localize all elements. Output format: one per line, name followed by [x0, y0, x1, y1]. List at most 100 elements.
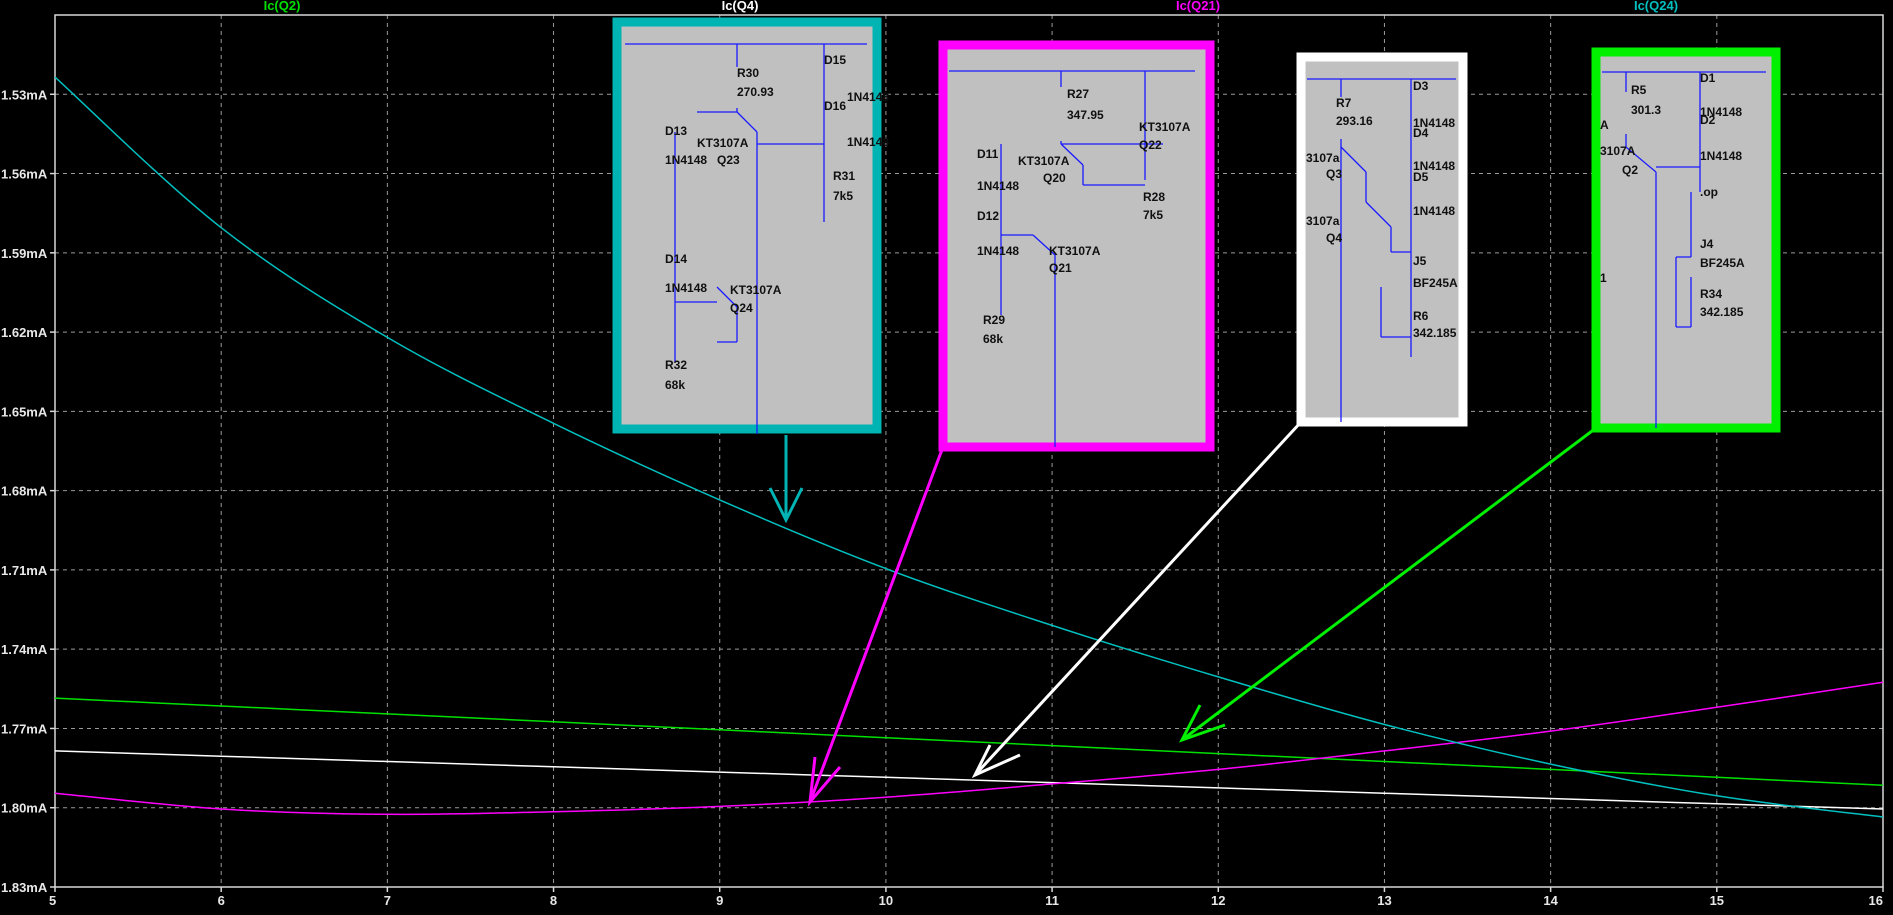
- schematic-q4-label: D5: [1413, 170, 1429, 184]
- x-tick-label: 11: [1045, 893, 1059, 908]
- schematic-q4-label: Q4: [1326, 231, 1342, 245]
- legend: Ic(Q2)Ic(Q4)Ic(Q21)Ic(Q24): [264, 0, 1678, 13]
- schematic-q24-label: D15: [824, 53, 846, 67]
- schematic-q21-label: Q20: [1043, 171, 1066, 185]
- x-tick-label: 7: [384, 893, 391, 908]
- schematic-q21-wires: [949, 70, 1195, 447]
- schematic-q24-label: KT3107A: [730, 283, 782, 297]
- plot-frame: [54, 14, 1884, 888]
- x-tick-label: 13: [1377, 893, 1391, 908]
- schematic-q4-label: D4: [1413, 126, 1429, 140]
- y-tick-label: 1.77mA: [1, 721, 48, 736]
- schematic-q2-label: D1: [1700, 71, 1716, 85]
- schematic-q4-label: BF245A: [1413, 276, 1458, 290]
- schematic-q2-label: BF245A: [1700, 256, 1745, 270]
- x-tick-label: 6: [218, 893, 225, 908]
- schematic-q2-wires: [1602, 71, 1766, 428]
- trace-icq2: [54, 697, 1884, 787]
- schematic-q4-label: 293.16: [1336, 114, 1373, 128]
- schematic-q21-label: R28: [1143, 190, 1165, 204]
- legend-entry: Ic(Q21): [1176, 0, 1220, 13]
- schematic-q21-label: 347.95: [1067, 108, 1104, 122]
- schematic-q4-label: 3107a: [1306, 214, 1340, 228]
- arrow-q4-head: [971, 744, 1021, 779]
- arrow-q2: [1181, 426, 1597, 742]
- legend-entry: Ic(Q4): [722, 0, 759, 13]
- schematic-q21-label: KT3107A: [1018, 154, 1070, 168]
- y-tick-label: 1.71mA: [1, 563, 48, 578]
- schematic-q24-label: 1N4148: [665, 281, 707, 295]
- schematic-insets: R30270.93D15D161N41481N4148D131N4148KT31…: [612, 17, 1781, 452]
- trace-icq24: [54, 76, 1884, 818]
- schematic-q4-label: Q3: [1326, 167, 1342, 181]
- schematic-q4-label: 1N4148: [1413, 159, 1455, 173]
- y-tick-label: 1.68mA: [1, 484, 48, 499]
- schematic-q2-label: Q2: [1622, 163, 1638, 177]
- schematic-q2-label: 1N4148: [1700, 149, 1742, 163]
- annotation-arrows: [768, 420, 1597, 807]
- schematic-q24-label: R30: [737, 66, 759, 80]
- schematic-q24-label: 68k: [665, 378, 685, 392]
- schematic-q2-label: 1: [1600, 271, 1607, 285]
- schematic-q21-label: Q22: [1139, 138, 1162, 152]
- y-tick-label: 1.74mA: [1, 642, 48, 657]
- trace-icq4: [54, 750, 1884, 810]
- schematic-q24-label: D16: [824, 99, 846, 113]
- schematic-q4-label: 342.185: [1413, 326, 1457, 340]
- schematic-q2-label: 3107A: [1600, 144, 1636, 158]
- schematic-q24-label: 270.93: [737, 85, 774, 99]
- schematic-q24-label: D14: [665, 252, 687, 266]
- schematic-q21-label: D11: [977, 147, 999, 161]
- schematic-q2-label: J4: [1700, 237, 1714, 251]
- schematic-q21-label: D12: [977, 209, 999, 223]
- schematic-q21-label: 1N4148: [977, 244, 1019, 258]
- schematic-q4-label: D3: [1413, 79, 1429, 93]
- y-axis-ticks: 1.53mA1.56mA1.59mA1.62mA1.65mA1.68mA1.71…: [1, 87, 55, 895]
- schematic-q21-frame: [938, 40, 1215, 452]
- schematic-q24-label: Q23: [717, 153, 740, 167]
- schematic-q24-label: Q24: [730, 301, 753, 315]
- schematic-q2-label: R5: [1631, 83, 1647, 97]
- schematic-q24: R30270.93D15D161N41481N4148D131N4148KT31…: [612, 17, 889, 434]
- schematic-q2-frame: [1591, 47, 1781, 433]
- arrow-q24-head: [768, 487, 804, 524]
- y-tick-label: 1.65mA: [1, 404, 48, 419]
- schematic-q2: R5301.3D11N4148D2A3107AQ21N4148.opJ4BF24…: [1591, 47, 1781, 433]
- schematic-q24-label: R31: [833, 169, 855, 183]
- schematic-q21-label: R27: [1067, 87, 1089, 101]
- schematic-q2-label: D2: [1700, 113, 1716, 127]
- arrow-q21: [808, 446, 945, 803]
- schematic-q2-label: .op: [1700, 185, 1718, 199]
- schematic-q4-frame: [1296, 52, 1468, 427]
- schematic-q2-label: 1N4148: [1700, 105, 1742, 119]
- x-tick-label: 14: [1543, 893, 1558, 908]
- y-tick-label: 1.56mA: [1, 167, 48, 182]
- schematic-q24-label: D13: [665, 124, 687, 138]
- x-tick-label: 5: [49, 893, 56, 908]
- schematic-q4-label: J5: [1413, 254, 1427, 268]
- schematic-q24-label: 1N4148: [665, 153, 707, 167]
- schematic-q4-label: 3107a: [1306, 151, 1340, 165]
- arrow-q2-head: [1178, 704, 1226, 743]
- schematic-q24-frame: [612, 17, 882, 434]
- x-tick-label: 8: [550, 893, 557, 908]
- schematic-q4-label: R6: [1413, 309, 1429, 323]
- x-tick-label: 10: [879, 893, 893, 908]
- traces: [54, 76, 1884, 818]
- legend-entry: Ic(Q2): [264, 0, 301, 13]
- schematic-q24-label: 7k5: [833, 189, 853, 203]
- y-tick-label: 1.53mA: [1, 87, 48, 102]
- schematic-q4-label: 1N4148: [1413, 116, 1455, 130]
- schematic-q21-label: 68k: [983, 332, 1003, 346]
- x-tick-label: 12: [1211, 893, 1225, 908]
- y-tick-label: 1.62mA: [1, 325, 48, 340]
- y-tick-label: 1.80mA: [1, 801, 48, 816]
- schematic-q21-label: KT3107A: [1139, 120, 1191, 134]
- y-tick-label: 1.83mA: [1, 880, 48, 895]
- schematic-q2-label: A: [1600, 118, 1609, 132]
- schematic-q24-label: KT3107A: [697, 136, 749, 150]
- arrow-q21-head: [807, 756, 842, 807]
